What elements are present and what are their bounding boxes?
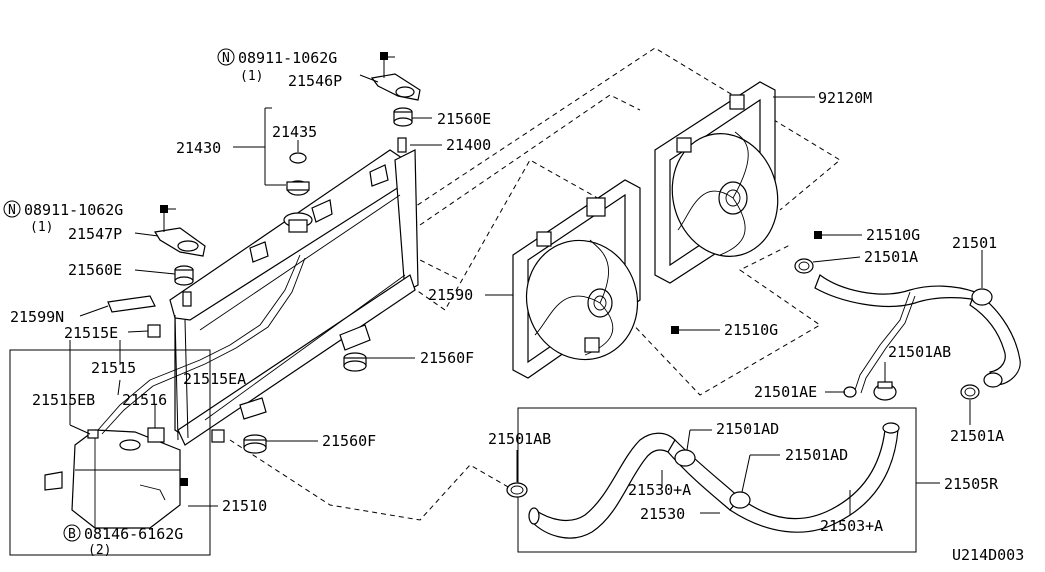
- screw-21510g-mid: [671, 326, 720, 334]
- label-21560e-left: 21560E: [68, 261, 122, 279]
- lower-hose-box: [517, 407, 917, 553]
- hose-clamp-21501ae: [843, 386, 857, 398]
- mount-bracket-21547p: [154, 205, 206, 257]
- label-21546p: 21546P: [288, 72, 342, 90]
- label-21510: 21510: [222, 497, 267, 515]
- n-marker-icon-left: [3, 200, 21, 218]
- label-21505r: 21505R: [944, 475, 999, 493]
- label-21515e: 21515E: [64, 324, 118, 342]
- label-21516: 21516: [122, 391, 167, 409]
- label-21515eb: 21515EB: [32, 391, 95, 409]
- mount-insulator-21560e-top: [393, 107, 413, 127]
- label-21560f-low: 21560F: [322, 432, 376, 450]
- fan-shroud-21590: [512, 179, 641, 379]
- mount-insulator-21560f-mid: [343, 352, 367, 372]
- part-labels: N 08911-1062G (1) 21546P 21560E 21435 21…: [3, 48, 1024, 564]
- label-21501ad-mid: 21501AD: [785, 446, 848, 464]
- label-21503a: 21503+A: [820, 517, 883, 535]
- reservoir-tank-21510: [44, 429, 188, 529]
- mount-bracket-21546p: [370, 52, 421, 101]
- label-21501a-top: 21501A: [864, 248, 918, 266]
- label-21515: 21515: [91, 359, 136, 377]
- label-bolt-left-qty: (1): [30, 220, 53, 235]
- hose-clamp-21501a-top: [794, 258, 814, 274]
- label-21400: 21400: [446, 136, 491, 154]
- radiator-21460: [149, 137, 419, 446]
- label-21435: 21435: [272, 123, 317, 141]
- cap-seal-21435: [289, 152, 307, 164]
- mount-insulator-21560f-low: [243, 434, 267, 454]
- leader-lines: [69, 56, 983, 515]
- label-21560e-top: 21560E: [437, 110, 491, 128]
- n-marker-icon: [217, 48, 235, 66]
- fan-shroud-92120m: [654, 81, 779, 284]
- label-21430: 21430: [176, 139, 221, 157]
- hose-clamp-21501a-low: [960, 384, 980, 400]
- hose-clip-21515eb: [87, 429, 99, 439]
- reservoir-cap-21516: [147, 427, 165, 443]
- label-bolt-b: 08146-6162G: [84, 525, 183, 543]
- label-21510g-mid: 21510G: [724, 321, 778, 339]
- label-21560f-mid: 21560F: [420, 349, 474, 367]
- screw-21510g-top: [814, 231, 862, 239]
- label-21501ab-right: 21501AB: [888, 343, 951, 361]
- radiator-cap-21430: [286, 180, 310, 196]
- label-21547p: 21547P: [68, 225, 122, 243]
- label-bolt-left: 08911-1062G: [24, 201, 123, 219]
- label-21515ea: 21515EA: [183, 370, 246, 388]
- label-21501ae: 21501AE: [754, 383, 817, 401]
- circle-n-top: N: [222, 51, 230, 66]
- circle-n-left: N: [8, 203, 16, 218]
- label-bolt-b-qty: (2): [88, 543, 111, 558]
- diagram-code: U214D003: [952, 546, 1024, 564]
- upper-hose-21501: [814, 274, 1021, 394]
- hose-clip-21515e: [147, 324, 161, 338]
- hose-clamp-21501ab-right: [873, 381, 897, 401]
- label-21590: 21590: [428, 286, 473, 304]
- label-21501a-low: 21501A: [950, 427, 1004, 445]
- label-21501ad-top: 21501AD: [716, 420, 779, 438]
- hose-clamp-21501ab-left: [506, 482, 528, 498]
- label-bolt-top-qty: (1): [240, 69, 263, 84]
- label-21501: 21501: [952, 234, 997, 252]
- circle-b: B: [68, 527, 76, 542]
- label-21530: 21530: [640, 505, 685, 523]
- label-bolt-top: 08911-1062G: [238, 49, 337, 67]
- label-21599n: 21599N: [10, 308, 64, 326]
- reservoir-hose-21515: [97, 379, 151, 431]
- lower-hose-21505r: [528, 422, 900, 539]
- label-21530a: 21530+A: [628, 481, 691, 499]
- mount-insulator-21560e-left: [174, 265, 194, 286]
- label-21510g-top: 21510G: [866, 226, 920, 244]
- label-21501ab-left: 21501AB: [488, 430, 551, 448]
- caution-label-21599n: [107, 295, 156, 313]
- b-marker-icon: [63, 524, 81, 542]
- label-92120m: 92120M: [818, 89, 872, 107]
